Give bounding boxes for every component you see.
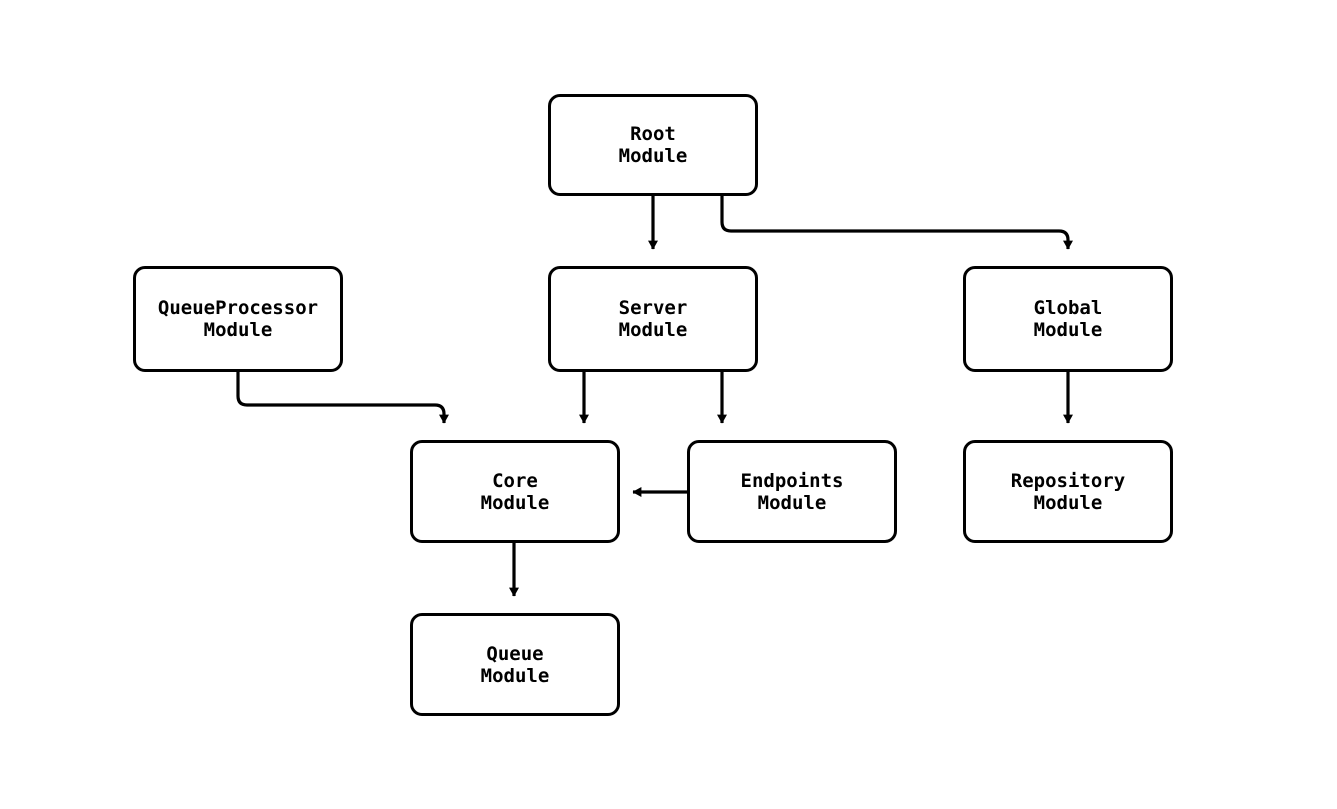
node-server-module[interactable]: Server Module — [548, 266, 758, 372]
node-core-module-label: Core Module — [480, 469, 550, 514]
edge-queueprocessor-to-core — [236, 372, 449, 424]
node-endpoints-module-label: Endpoints Module — [740, 469, 844, 514]
node-core-module[interactable]: Core Module — [410, 440, 620, 543]
node-server-module-label: Server Module — [618, 297, 688, 341]
node-global-module[interactable]: Global Module — [963, 266, 1173, 372]
edge-root-to-global — [720, 196, 1073, 250]
node-queueprocessor-module-label: QueueProcessor Module — [157, 297, 319, 341]
node-queue-module[interactable]: Queue Module — [410, 613, 620, 716]
node-root-module-label: Root Module — [618, 123, 688, 167]
node-queueprocessor-module[interactable]: QueueProcessor Module — [133, 266, 343, 372]
node-global-module-label: Global Module — [1033, 297, 1103, 341]
node-repository-module[interactable]: Repository Module — [963, 440, 1173, 543]
node-root-module[interactable]: Root Module — [548, 94, 758, 196]
node-repository-module-label: Repository Module — [1010, 469, 1126, 514]
node-endpoints-module[interactable]: Endpoints Module — [687, 440, 897, 543]
node-queue-module-label: Queue Module — [480, 642, 550, 687]
